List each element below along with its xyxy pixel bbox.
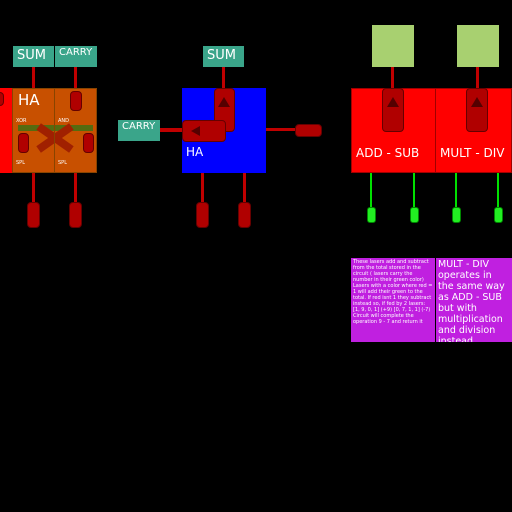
wire-carry2 bbox=[160, 128, 184, 132]
add-sub-output-block[interactable] bbox=[372, 25, 414, 67]
carry-label-2: CARRY bbox=[118, 120, 160, 141]
mult-div-description: MULT - DIV operates in the same way as A… bbox=[436, 258, 512, 342]
sum-label-2: SUM bbox=[203, 46, 244, 67]
add-sub-nub[interactable] bbox=[382, 88, 404, 132]
add-sub-description: These lasers add and subtract from the t… bbox=[351, 258, 435, 342]
wire-add-sub-top bbox=[391, 67, 394, 89]
ha2-input-nub-right[interactable] bbox=[238, 202, 251, 228]
ha1-spl-left-label: SPL bbox=[16, 160, 25, 166]
mult-div-nub[interactable] bbox=[466, 88, 488, 132]
wire-add-sub-in-right bbox=[413, 173, 415, 208]
ha1-nub-top[interactable] bbox=[70, 91, 82, 111]
triangle-up-icon bbox=[218, 97, 230, 107]
wire-ha1-out-right bbox=[74, 173, 77, 205]
mult-div-output-block[interactable] bbox=[457, 25, 499, 67]
wire-sum2 bbox=[222, 67, 225, 89]
half-adder-title-2: HA bbox=[186, 145, 204, 159]
sum-label-1: SUM bbox=[13, 46, 54, 67]
ha1-spl-right-label: SPL bbox=[58, 160, 67, 166]
ha1-and-label: AND bbox=[58, 118, 70, 124]
mult-div-label: MULT - DIV bbox=[440, 146, 505, 160]
wire-ha2-right bbox=[266, 128, 296, 131]
wire-carry1 bbox=[74, 67, 77, 89]
ha1-bar bbox=[18, 125, 93, 131]
ha1-nub-right[interactable] bbox=[83, 133, 94, 153]
wire-ha1-out-left bbox=[32, 173, 35, 205]
red-edge-left bbox=[0, 88, 12, 173]
ha1-input-nub-right[interactable] bbox=[69, 202, 82, 228]
wire-add-sub-in-left bbox=[370, 173, 372, 208]
left-edge-nub[interactable] bbox=[0, 92, 4, 106]
ha1-nub-left[interactable] bbox=[18, 133, 29, 153]
add-sub-label: ADD - SUB bbox=[356, 146, 420, 160]
wire-sum1 bbox=[32, 67, 35, 89]
wire-mult-div-in-right bbox=[497, 173, 499, 208]
triangle-left-icon bbox=[191, 126, 200, 136]
ha1-input-nub-left[interactable] bbox=[27, 202, 40, 228]
ha2-input-nub-left[interactable] bbox=[196, 202, 209, 228]
triangle-up-icon bbox=[471, 97, 483, 107]
wire-ha2-out-right bbox=[243, 173, 246, 205]
mult-div-input-right[interactable] bbox=[494, 207, 503, 223]
ha2-side-nub[interactable] bbox=[295, 124, 322, 137]
carry-label-1: CARRY bbox=[55, 46, 97, 67]
wire-ha2-out-left bbox=[201, 173, 204, 205]
triangle-up-icon bbox=[387, 97, 399, 107]
half-adder-title-1: HA bbox=[18, 91, 40, 109]
add-sub-input-left[interactable] bbox=[367, 207, 376, 223]
add-sub-input-right[interactable] bbox=[410, 207, 419, 223]
mult-div-input-left[interactable] bbox=[452, 207, 461, 223]
ha2-nub-left[interactable] bbox=[182, 120, 226, 142]
wire-mult-div-in-left bbox=[455, 173, 457, 208]
ha1-divider bbox=[54, 88, 55, 173]
ha1-xor-label: XOR bbox=[16, 118, 27, 124]
wire-mult-div-top bbox=[476, 67, 479, 89]
